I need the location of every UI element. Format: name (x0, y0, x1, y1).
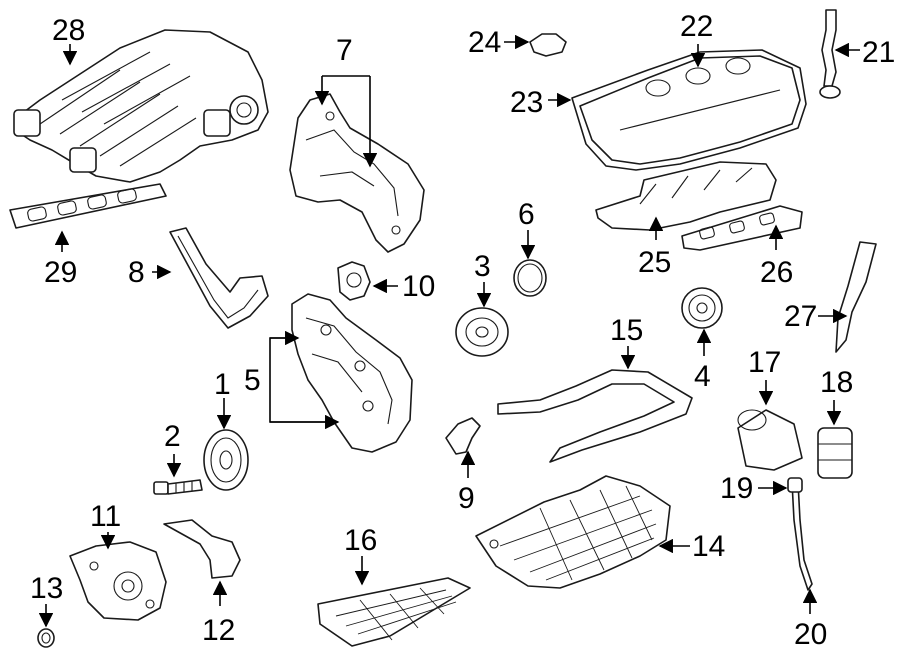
idler-pulley-part[interactable] (455, 307, 509, 357)
callout-23: 23 (510, 86, 543, 119)
callout-19: 19 (720, 472, 753, 505)
valve-cover-gasket-part[interactable] (571, 49, 807, 171)
valve-cover-part[interactable] (579, 55, 801, 165)
callout-26: 26 (760, 256, 793, 289)
oil-pump-gasket-part[interactable] (163, 519, 241, 579)
crankshaft-position-sensor-part[interactable] (445, 417, 481, 455)
callout-8: 8 (128, 256, 145, 289)
intake-manifold-part[interactable] (13, 29, 269, 183)
upper-timing-cover-part[interactable] (289, 93, 425, 253)
camshaft-sprocket-part[interactable] (681, 287, 723, 329)
callout-12: 12 (202, 614, 235, 647)
oil-filter-element-part[interactable] (817, 427, 853, 479)
oil-filler-cap-part[interactable] (529, 33, 567, 57)
callout-20: 20 (794, 618, 827, 651)
heat-shield-part[interactable] (835, 241, 877, 353)
callout-1: 1 (214, 368, 231, 401)
dipstick-part[interactable] (787, 477, 813, 591)
pulley-bolt-part[interactable] (153, 479, 203, 495)
callout-7: 7 (336, 34, 353, 67)
callout-22: 22 (680, 10, 713, 43)
callout-16: 16 (344, 524, 377, 557)
callout-11: 11 (90, 500, 121, 533)
callout-18: 18 (820, 366, 853, 399)
oil-pump-o-ring-part[interactable] (37, 628, 55, 648)
exhaust-manifold-part[interactable] (595, 161, 777, 231)
callout-13: 13 (30, 572, 63, 605)
callout-17: 17 (748, 346, 781, 379)
oil-pump-part[interactable] (69, 541, 167, 621)
crankshaft-pulley-part[interactable] (203, 429, 249, 491)
timing-belt-part[interactable] (169, 227, 269, 329)
exhaust-manifold-gasket-part[interactable] (681, 205, 803, 251)
callout-3: 3 (474, 250, 491, 283)
oil-pan-baffle-part[interactable] (317, 577, 471, 647)
callout-24: 24 (468, 26, 501, 59)
intake-manifold-gasket-part[interactable] (9, 183, 167, 229)
callout-2: 2 (164, 420, 181, 453)
callout-15: 15 (610, 314, 643, 347)
callout-labels: 28 29 7 8 10 5 1 2 11 13 12 16 3 6 9 15 … (30, 10, 895, 651)
callout-28: 28 (52, 14, 85, 47)
oil-pan-part[interactable] (475, 475, 671, 589)
callout-4: 4 (694, 360, 711, 393)
belt-tensioner-part[interactable] (337, 261, 371, 301)
callout-25: 25 (638, 246, 671, 279)
callout-9: 9 (458, 482, 475, 515)
callout-14: 14 (692, 530, 725, 563)
oil-pan-gasket-part[interactable] (497, 369, 693, 463)
leader-lines (38, 34, 860, 628)
callout-29: 29 (44, 256, 77, 289)
callout-6: 6 (518, 198, 535, 231)
dipstick-tube-part[interactable] (819, 9, 841, 99)
lower-timing-cover-part[interactable] (291, 293, 413, 453)
callout-21: 21 (862, 36, 895, 69)
crankshaft-seal-part[interactable] (513, 259, 547, 297)
callout-5: 5 (244, 364, 261, 397)
oil-filter-part[interactable] (737, 409, 803, 471)
callout-27: 27 (784, 300, 817, 333)
callout-10: 10 (402, 270, 435, 303)
